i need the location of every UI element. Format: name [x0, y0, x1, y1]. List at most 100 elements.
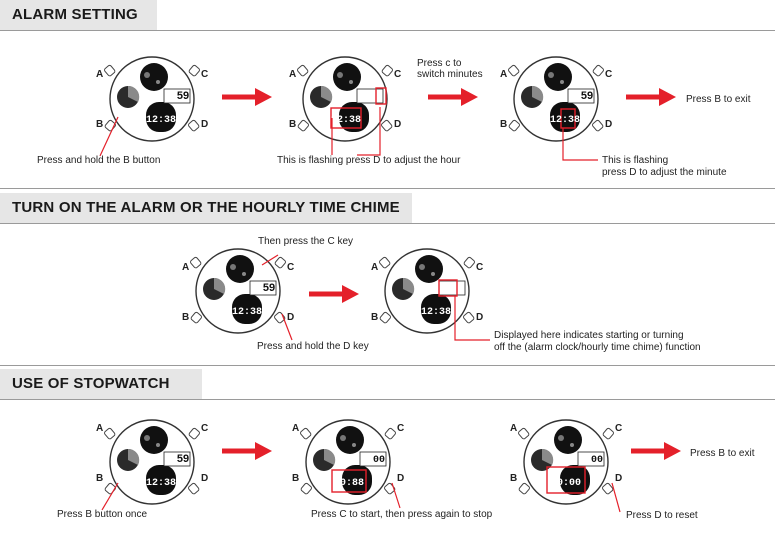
section-divider: [0, 223, 775, 224]
watch-diagram: 12:38: [296, 56, 394, 142]
button-c-label: C: [615, 423, 622, 434]
stopwatch-small-value: 00: [373, 455, 385, 466]
button-a-label: A: [292, 423, 299, 434]
highlight-box: [330, 107, 362, 129]
button-b-label: B: [500, 119, 507, 130]
arrow-icon: [222, 88, 272, 106]
seconds-value: 59: [177, 453, 189, 465]
button-b-label: B: [292, 473, 299, 484]
caption: Press B to exit: [686, 94, 751, 105]
caption: Press B to exit: [690, 448, 755, 459]
button-d-label: D: [201, 119, 208, 130]
button-b-label: B: [96, 473, 103, 484]
stopwatch-value: 00:00: [551, 478, 581, 489]
time-value: 12:38: [550, 115, 580, 126]
leader-line: [281, 313, 293, 341]
caption: Press D to reset: [626, 510, 698, 521]
button-c-label: C: [201, 69, 208, 80]
highlight-box: [438, 279, 458, 297]
time-value: 12:38: [232, 307, 262, 318]
section-divider: [0, 188, 775, 189]
caption: switch minutes: [417, 69, 483, 80]
button-a-label: A: [182, 262, 189, 273]
caption: This is flashing: [602, 155, 669, 166]
button-d-label: D: [201, 473, 208, 484]
watch-diagram: 59 12:38: [189, 248, 287, 334]
caption: Then press the C key: [258, 236, 354, 247]
seconds-value: 59: [581, 90, 593, 102]
leader-line: [99, 116, 119, 157]
section-divider: [0, 365, 775, 366]
caption: Press B button once: [57, 509, 148, 520]
leader-line: [357, 107, 381, 156]
time-value: 12:38: [146, 115, 176, 126]
leader-line: [261, 254, 279, 266]
button-c-label: C: [201, 423, 208, 434]
stopwatch-value: 00:88: [334, 478, 364, 489]
time-value: 12:38: [146, 478, 176, 489]
button-d-label: D: [615, 473, 622, 484]
button-d-label: D: [394, 119, 401, 130]
section-divider: [0, 30, 775, 31]
button-c-label: C: [394, 69, 401, 80]
button-b-label: B: [182, 312, 189, 323]
button-c-label: C: [287, 262, 294, 273]
watch-diagram: 00 00:88: [299, 419, 397, 505]
watch-diagram: 59 12:38: [103, 56, 201, 142]
button-d-label: D: [397, 473, 404, 484]
caption: Press and hold the D key: [257, 341, 369, 352]
leader-line: [611, 482, 621, 513]
highlight-box: [331, 469, 367, 493]
time-value: 12:38: [421, 307, 451, 318]
button-c-label: C: [397, 423, 404, 434]
button-b-label: B: [289, 119, 296, 130]
highlight-box: [546, 466, 586, 494]
watch-diagram: 59 12:38: [103, 419, 201, 505]
button-d-label: D: [287, 312, 294, 323]
leader-line: [101, 482, 119, 511]
button-a-label: A: [96, 423, 103, 434]
section-header-stopwatch: USE OF STOPWATCH: [0, 369, 202, 399]
section-divider: [0, 399, 775, 400]
caption: off the (alarm clock/hourly time chime) …: [494, 342, 701, 353]
button-a-label: A: [371, 262, 378, 273]
button-a-label: A: [500, 69, 507, 80]
seconds-value: 59: [177, 90, 189, 102]
button-a-label: A: [96, 69, 103, 80]
arrow-icon: [631, 442, 681, 460]
button-d-label: D: [605, 119, 612, 130]
watch-diagram: 12:38: [378, 248, 476, 334]
button-a-label: A: [510, 423, 517, 434]
seconds-display: [163, 88, 191, 104]
stopwatch-small-value: 00: [591, 455, 603, 466]
button-b-label: B: [96, 119, 103, 130]
highlight-box: [560, 108, 576, 129]
leader-line: [454, 296, 490, 341]
watch-diagram: 59 12:38: [507, 56, 605, 142]
caption: press D to adjust the minute: [602, 167, 727, 178]
section-header-alarm-chime: TURN ON THE ALARM OR THE HOURLY TIME CHI…: [0, 193, 412, 223]
button-b-label: B: [371, 312, 378, 323]
caption: Displayed here indicates starting or tur…: [494, 330, 684, 341]
seconds-value: 59: [263, 282, 275, 294]
arrow-icon: [222, 442, 272, 460]
caption: Press C to start, then press again to st…: [311, 509, 493, 520]
leader-line: [562, 128, 598, 161]
time-value: 12:38: [331, 115, 361, 126]
highlight-box: [375, 87, 387, 105]
watch-diagram: 00 00:00: [517, 419, 615, 505]
arrow-icon: [428, 88, 478, 106]
caption: Press and hold the B button: [37, 155, 161, 166]
caption: This is flashing press D to adjust the h…: [277, 155, 461, 166]
button-d-label: D: [476, 312, 483, 323]
section-header-alarm-setting: ALARM SETTING: [0, 0, 157, 30]
caption: Press c to: [417, 58, 462, 69]
leader-line: [391, 482, 401, 509]
button-b-label: B: [510, 473, 517, 484]
arrow-icon: [309, 285, 359, 303]
button-a-label: A: [289, 69, 296, 80]
button-labels: A C B D A C B D A C B D A C B D A C B D …: [96, 69, 622, 484]
arrow-icon: [626, 88, 676, 106]
button-c-label: C: [476, 262, 483, 273]
